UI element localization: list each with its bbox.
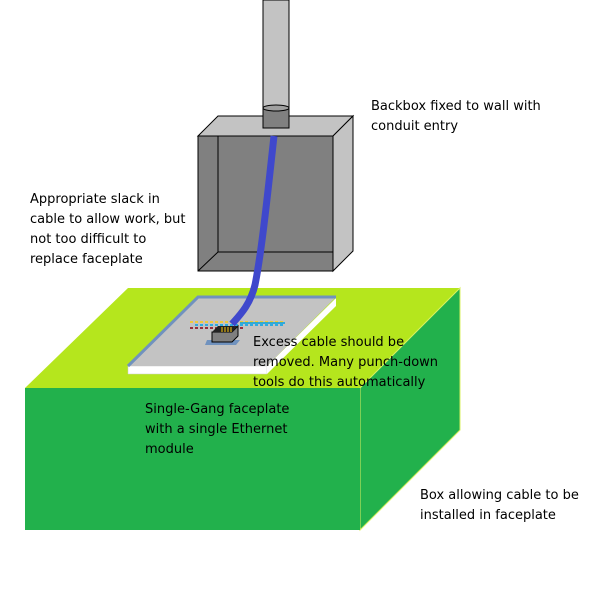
faceplate-label: Single-Gang faceplate with a single Ethe… xyxy=(145,402,290,457)
excess-cable-label: Excess cable should be removed. Many pun… xyxy=(253,335,439,390)
conduit xyxy=(262,0,290,129)
slack-label: Appropriate slack in cable to allow work… xyxy=(30,192,186,267)
faceplate-front-edge xyxy=(127,365,268,375)
faceplate xyxy=(126,295,336,375)
backbox-label: Backbox fixed to wall with conduit entry xyxy=(371,99,541,134)
install-box-front xyxy=(25,388,360,530)
faceplate-back-edge xyxy=(126,295,336,368)
box-label: Box allowing cable to be installed in fa… xyxy=(420,488,579,523)
faceplate-right-edge xyxy=(267,298,336,374)
ethernet-cable xyxy=(229,135,278,327)
backbox-right xyxy=(332,114,354,273)
